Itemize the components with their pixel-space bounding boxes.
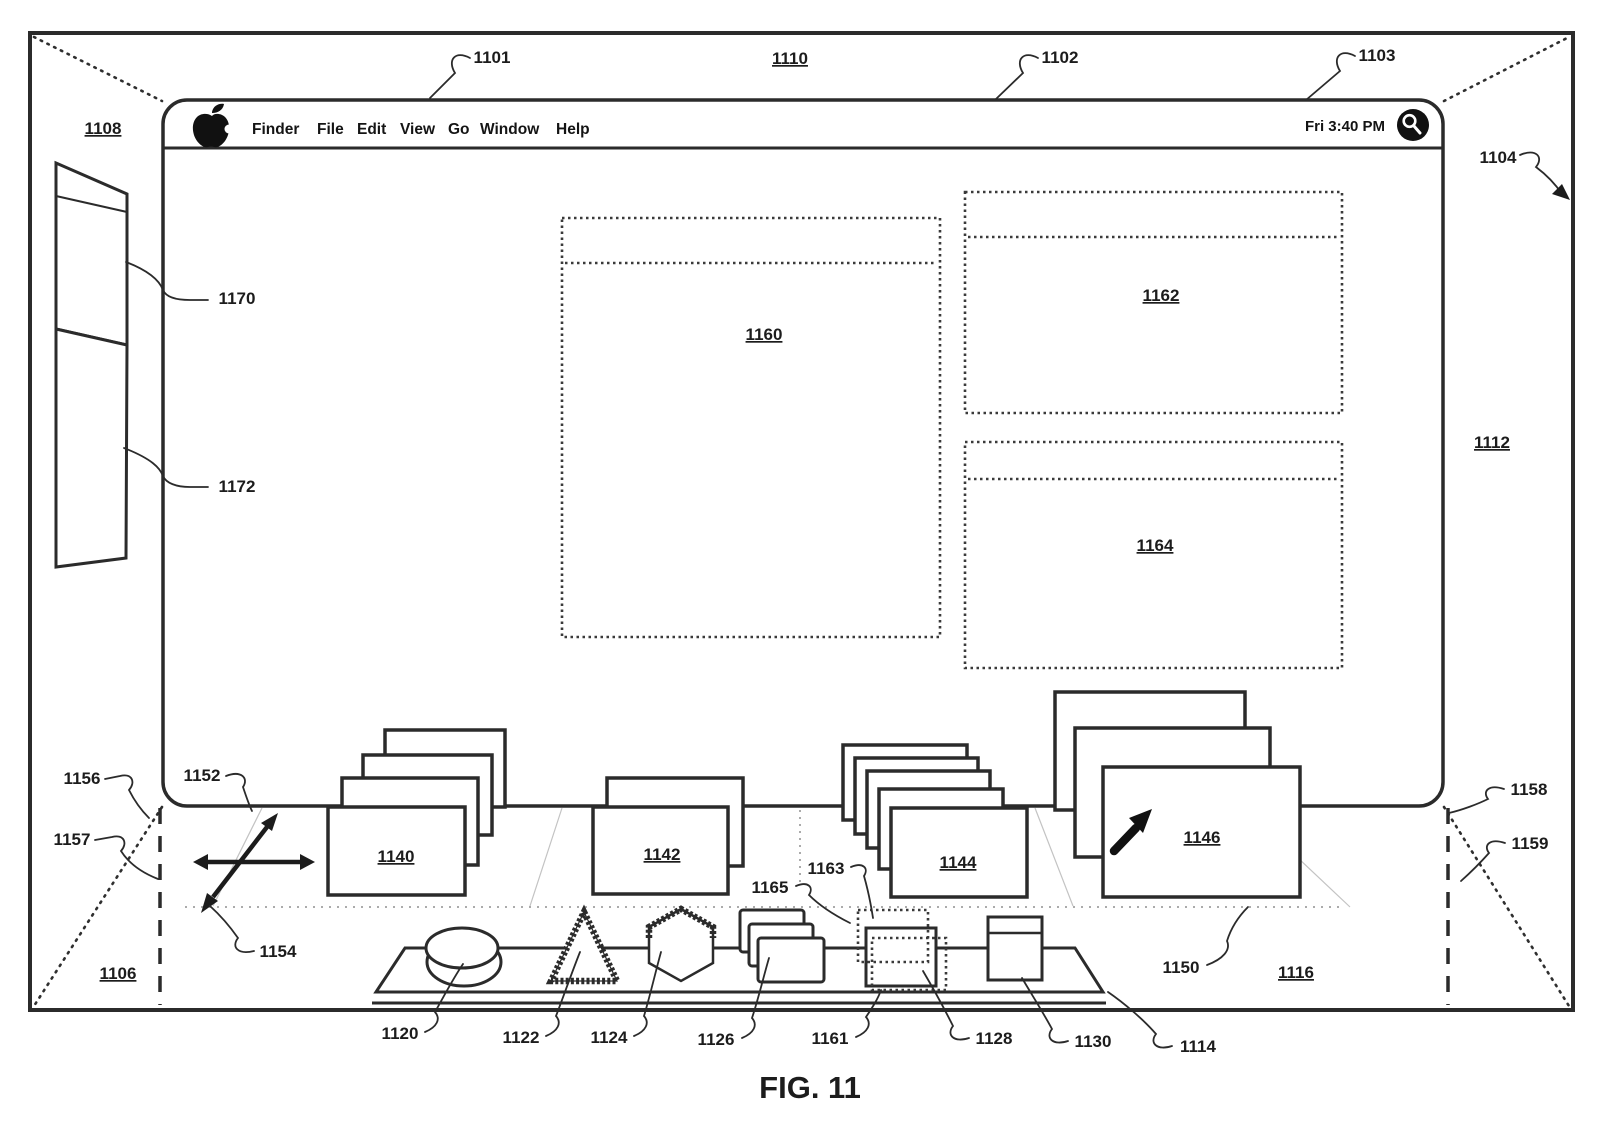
leader-1122 [545,951,581,1037]
ref-label-1103: 1103 [1359,46,1396,65]
ref-label-1122: 1122 [503,1028,540,1047]
ref-label-1144: 1144 [940,853,977,872]
corner-diagonal-top-left [32,35,164,103]
ref-label-1159: 1159 [1512,834,1549,853]
leader-1152 [225,773,253,812]
ref-label-1102: 1102 [1042,48,1079,67]
leader-1163 [850,864,874,919]
ref-label-1112: 1112 [1474,433,1510,452]
menu-item-edit: Edit [357,121,386,138]
leader-1172 [123,447,209,488]
ref-label-1104: 1104 [1480,148,1517,167]
window-stack-1142 [591,776,745,896]
ref-label-1146: 1146 [1184,828,1221,847]
ref-label-1106: 1106 [100,964,137,983]
menu-item-help: Help [556,121,590,138]
ref-label-1170: 1170 [219,289,256,308]
ref-label-1126: 1126 [698,1030,735,1049]
ref-label-1124: 1124 [591,1028,628,1047]
menu-item-file: File [317,121,344,138]
corner-diagonal-bottom-left [32,805,164,1008]
leader-1126 [741,957,770,1039]
leader-1154 [209,905,255,953]
leader-1128 [922,970,970,1041]
cursor-arrow-icon [1109,809,1152,856]
menu-bar-clock: Fri 3:40 PM [1305,118,1385,135]
ref-label-1156: 1156 [64,769,101,788]
ref-label-1158: 1158 [1511,780,1548,799]
dock-icon-hexagon-1124 [645,905,717,983]
move-arrows [193,813,315,913]
side-wall-window-1172 [54,327,129,569]
ref-label-1157: 1157 [54,830,91,849]
leader-1157 [94,835,159,880]
leader-1150 [1206,906,1249,966]
window-stack-1140 [326,728,507,897]
ref-label-1165: 1165 [752,878,789,897]
leader-1101 [429,54,471,99]
ref-label-1163: 1163 [808,859,845,878]
ref-label-1140: 1140 [378,847,415,866]
leader-1102 [995,54,1039,100]
figure-caption: FIG. 11 [759,1070,861,1105]
window-1160 [560,216,942,639]
ref-label-1164: 1164 [1137,536,1174,555]
dock-icon-stacked-cards-1126 [738,908,826,984]
leader-1158 [1448,786,1505,814]
dock-icon-disc-1120 [424,926,503,988]
menu-item-view: View [400,121,436,138]
ref-label-1152: 1152 [184,766,221,785]
ref-label-1120: 1120 [382,1024,419,1043]
leader-1161 [855,989,882,1038]
corner-diagonal-bottom-right [1442,805,1571,1008]
leader-1104 [1519,151,1570,200]
leader-1103 [1305,52,1356,101]
virtual-mac-display [161,98,1445,808]
ref-label-1101: 1101 [474,48,511,67]
window-1162 [963,190,1344,415]
floor-perspective-line-2 [529,807,563,907]
ref-label-1161: 1161 [812,1029,849,1048]
menu-item-finder: Finder [252,121,299,138]
leader-1156 [104,774,150,819]
leader-1130 [1021,977,1069,1044]
ref-label-1162: 1162 [1143,286,1180,305]
leader-1165 [795,883,851,924]
menu-item-window: Window [480,121,540,138]
ref-label-1130: 1130 [1075,1032,1112,1051]
window-1164 [963,440,1344,670]
leader-1120 [424,963,464,1033]
ref-label-1150: 1150 [1163,958,1200,977]
ref-label-1142: 1142 [644,845,681,864]
window-stack-1144 [841,743,1029,899]
dock-icon-triangle-1122 [545,904,623,985]
menu-item-go: Go [448,121,470,138]
corner-diagonal-top-right [1442,35,1571,103]
ref-label-1160: 1160 [746,325,783,344]
side-wall-window-1170 [54,160,129,347]
ref-label-1128: 1128 [976,1029,1013,1048]
side-wall-window-1170-titlebar [55,195,128,213]
ref-label-1116: 1116 [1278,963,1314,982]
leader-1170 [125,261,209,301]
dock-icon-dragged-ghost-1161 [856,908,948,992]
ref-label-1108: 1108 [85,119,122,138]
magnifier-icon [1397,109,1429,141]
leader-1114 [1107,991,1173,1049]
leader-1124 [633,951,662,1037]
ref-label-1172: 1172 [219,477,256,496]
ref-label-1154: 1154 [260,942,297,961]
apple-logo-icon [192,103,234,148]
ref-label-1114: 1114 [1180,1037,1216,1056]
dock-icon-window-1130 [986,915,1044,982]
ref-label-1110: 1110 [772,49,808,68]
leader-1159 [1460,840,1506,882]
floor-perspective-line-3 [1034,807,1074,907]
